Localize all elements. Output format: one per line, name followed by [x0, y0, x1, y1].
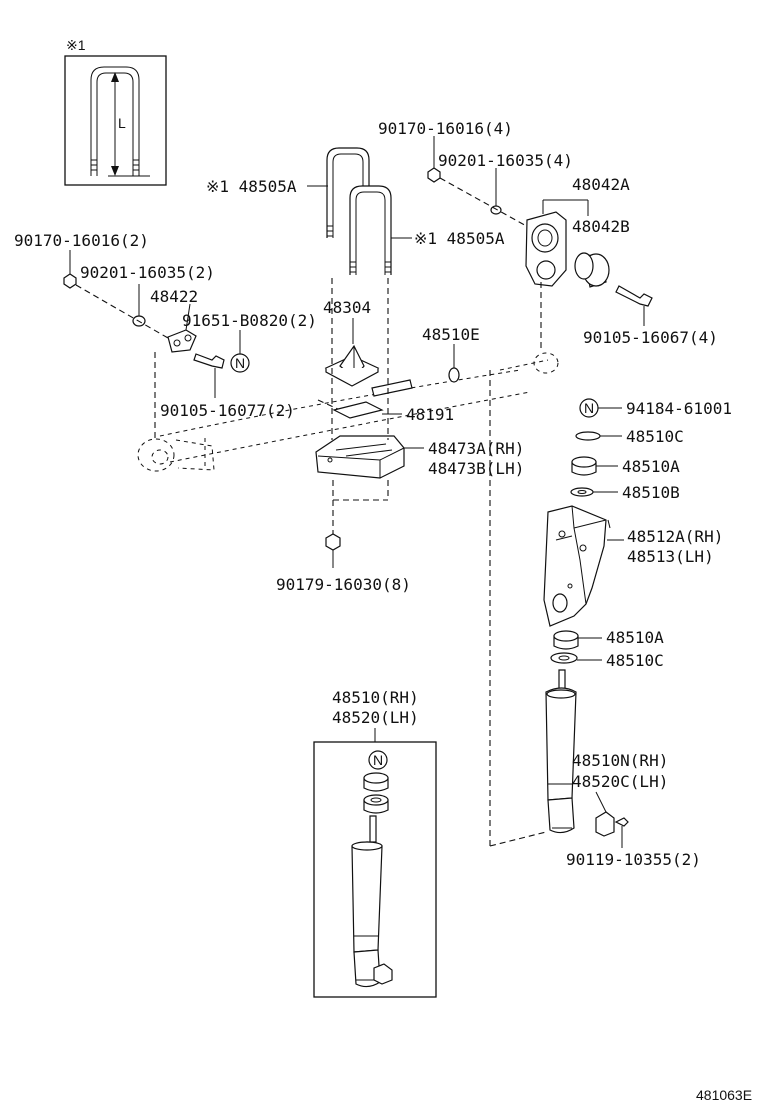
label-ubolt-b: ※1 48505A	[414, 229, 505, 248]
kit-symbol: N	[584, 400, 594, 416]
spring-seat-48473	[315, 435, 405, 479]
label-bushing-48042b: 48042B	[572, 217, 630, 236]
label-bolt-90105-16067: 90105-16067(4)	[583, 328, 718, 347]
nut-90170-top	[427, 167, 441, 183]
label-bracket-48513: 48513(LH)	[627, 547, 714, 566]
label-spring-48510e: 48510E	[422, 325, 480, 344]
label-ubolt-a: ※1 48505A	[206, 177, 297, 196]
label-assy-48520: 48520(LH)	[332, 708, 419, 727]
ubolt-front	[349, 185, 392, 275]
label-cushion-48510a-top: 48510A	[622, 457, 680, 476]
label-nut-90170-left: 90170-16016(2)	[14, 231, 149, 250]
label-bracket-48422: 48422	[150, 287, 198, 306]
label-cushion-48510a-low: 48510A	[606, 628, 664, 647]
washer-48510c-top	[575, 431, 601, 441]
label-seat-48473a: 48473A(RH)	[428, 439, 524, 458]
shock-absorber-48510n	[545, 669, 577, 834]
label-washer-48510b: 48510B	[622, 483, 680, 502]
spring-bolt-48510e	[371, 367, 460, 397]
footer-code: 481063E	[696, 1087, 752, 1103]
pin-symbol: N	[235, 355, 245, 371]
assembly-symbol: N	[373, 752, 383, 768]
shackle-48042a	[525, 199, 589, 287]
inset-dim-label: L	[118, 115, 126, 131]
pad-48304	[324, 344, 380, 387]
bushing-48042b	[574, 252, 610, 288]
label-washer-48510c-top: 48510C	[626, 427, 684, 446]
label-nut-90170-top: 90170-16016(4)	[378, 119, 513, 138]
bracket-48422	[167, 329, 197, 353]
label-pin-91651: 91651-B0820(2)	[182, 311, 317, 330]
label-plate-48191: 48191	[406, 405, 454, 424]
inset-ubolt	[90, 66, 140, 176]
label-shackle-48042a: 48042A	[572, 175, 630, 194]
label-assy-48510: 48510(RH)	[332, 688, 419, 707]
label-washer-48510c-low: 48510C	[606, 651, 664, 670]
leaf-spring-phantom	[137, 352, 559, 472]
label-bolt-90105-16077: 90105-16077(2)	[160, 401, 295, 420]
plate-48191	[332, 401, 384, 419]
assembly-frame	[313, 741, 437, 998]
label-seat-48473b: 48473B(LH)	[428, 459, 524, 478]
kit-94184-symbol: N	[579, 398, 599, 418]
inset-marker: ※1	[66, 37, 86, 53]
bracket-48512a	[543, 505, 611, 627]
label-washer-90201-left: 90201-16035(2)	[80, 263, 215, 282]
shock-assembly-inset: N	[313, 728, 437, 998]
label-absorber-48510n: 48510N(RH)	[572, 751, 668, 770]
label-bolt-90119: 90119-10355(2)	[566, 850, 701, 869]
cushion-48510a-low	[553, 630, 579, 650]
bushing-rear	[595, 811, 615, 837]
cushion-48510a-top	[571, 456, 597, 476]
bolt-90105-16067	[615, 285, 653, 307]
label-pad-48304: 48304	[323, 298, 371, 317]
label-washer-90201-top: 90201-16035(4)	[438, 151, 573, 170]
inset-frame	[64, 55, 167, 186]
washer-48510b	[570, 487, 594, 497]
pin-91651: N	[230, 353, 250, 373]
bolt-90119	[614, 817, 629, 827]
label-kit-94184: 94184-61001	[626, 399, 732, 418]
washer-48510c-low	[550, 652, 578, 664]
bolt-90105-16077	[193, 353, 225, 369]
label-bracket-48512a: 48512A(RH)	[627, 527, 723, 546]
label-nut-90179: 90179-16030(8)	[276, 575, 411, 594]
label-absorber-48520c: 48520C(LH)	[572, 772, 668, 791]
nut-90170-left	[63, 273, 77, 289]
ubolt-length-inset: ※1 L	[64, 37, 167, 186]
nut-90179	[325, 533, 341, 551]
